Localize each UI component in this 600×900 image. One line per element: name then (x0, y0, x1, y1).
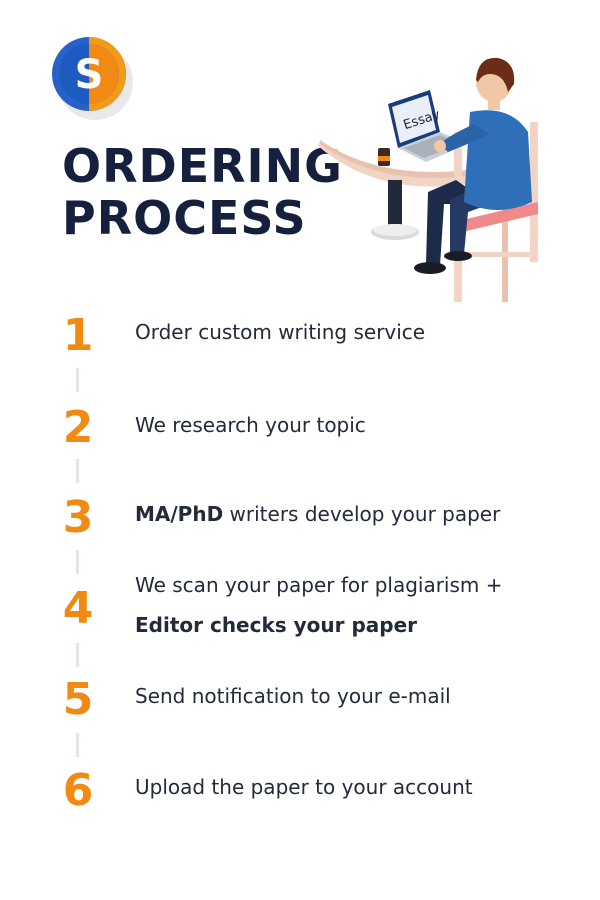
step-number-1: 1 (62, 310, 94, 361)
step-text-6: Upload the paper to your account (135, 775, 473, 799)
step-text-2: We research your topic (135, 413, 366, 437)
step-connector (76, 368, 79, 392)
step-text-3-bold: MA/PhD (135, 502, 224, 526)
step-text-4-bold: Editor checks your paper (135, 613, 418, 637)
title-line-2: PROCESS (62, 191, 307, 245)
logo-letter: S (75, 52, 104, 98)
person-at-laptop-illustration: Essay (318, 57, 538, 302)
step-number-6: 6 (62, 765, 94, 816)
step-number-5: 5 (62, 674, 94, 725)
step-text-4: We scan your paper for plagiarism + Edit… (135, 565, 575, 645)
step-connector (76, 459, 79, 483)
logo-icon: S (52, 37, 133, 120)
step-connector (76, 643, 79, 667)
step-text-3-rest: writers develop your paper (223, 502, 501, 526)
step-number-2: 2 (62, 402, 94, 453)
title-line-1: ORDERING (62, 139, 343, 193)
page-title: ORDERING PROCESS (62, 140, 343, 244)
step-connector (76, 733, 79, 757)
step-number-4: 4 (62, 583, 94, 634)
step-text-4-line-1: We scan your paper for plagiarism + (135, 573, 503, 597)
step-connector (76, 550, 79, 574)
step-text-5: Send notification to your e-mail (135, 684, 451, 708)
step-text-1: Order custom writing service (135, 320, 426, 344)
step-text-3: MA/PhD writers develop your paper (135, 494, 575, 534)
step-number-3: 3 (62, 492, 94, 543)
